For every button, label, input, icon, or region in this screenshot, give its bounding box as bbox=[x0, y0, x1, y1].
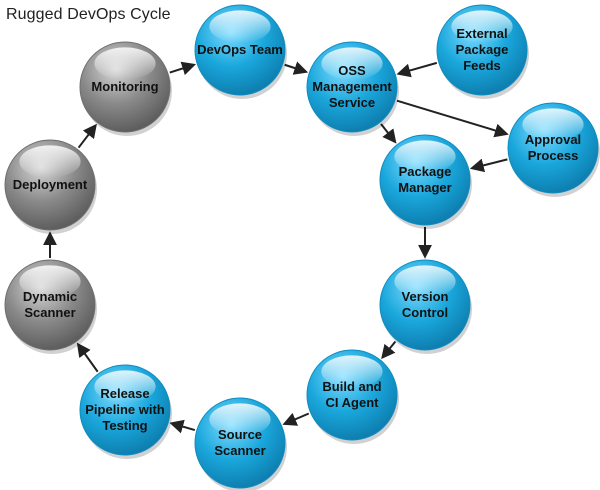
node-label-line: Scanner bbox=[214, 443, 265, 458]
node-label-line: Management bbox=[312, 79, 392, 94]
node-gloss bbox=[94, 47, 156, 80]
node-deployment: Deployment bbox=[4, 139, 97, 234]
arrow-oss-management-to-approval-process bbox=[396, 99, 509, 138]
arrow-approval-process-to-package-manager bbox=[469, 158, 508, 173]
node-label-line: Service bbox=[329, 95, 375, 110]
arrow-monitoring-to-devops-team bbox=[169, 61, 197, 76]
node-gloss bbox=[522, 108, 584, 141]
node-gloss bbox=[19, 265, 81, 298]
node-gloss bbox=[209, 403, 271, 436]
arrow-deployment-to-monitoring bbox=[77, 123, 97, 149]
node-gloss bbox=[321, 355, 383, 388]
node-gloss bbox=[19, 145, 81, 178]
node-monitoring: Monitoring bbox=[79, 41, 172, 136]
edges-layer bbox=[43, 61, 509, 434]
node-label-line: Testing bbox=[102, 418, 147, 433]
arrow-release-pipeline-to-dynamic-scanner bbox=[76, 342, 99, 373]
arrow-devops-team-to-oss-management bbox=[284, 61, 309, 75]
node-label-line: Build and bbox=[322, 379, 381, 394]
node-label-line: Dynamic bbox=[23, 289, 77, 304]
node-label-line: Manager bbox=[398, 180, 451, 195]
node-label-line: Source bbox=[218, 427, 262, 442]
arrow-version-control-to-build-ci-agent bbox=[381, 340, 397, 360]
node-label-line: Scanner bbox=[24, 305, 75, 320]
node-label-line: Version bbox=[402, 289, 449, 304]
arrow-oss-management-to-package-manager bbox=[380, 123, 397, 144]
nodes-layer: DevOps TeamOSSManagementServiceExternalP… bbox=[4, 4, 600, 490]
node-label-line: Process bbox=[528, 148, 579, 163]
node-label-line: Approval bbox=[525, 132, 581, 147]
arrow-external-feeds-to-oss-management bbox=[396, 61, 438, 78]
node-label-line: CI Agent bbox=[326, 395, 380, 410]
node-label-line: Control bbox=[402, 305, 448, 320]
diagram-title: Rugged DevOps Cycle bbox=[6, 6, 171, 23]
node-label-line: OSS bbox=[338, 63, 366, 78]
node-gloss bbox=[394, 140, 456, 173]
node-label-line: External bbox=[456, 26, 507, 41]
node-label-line: Monitoring bbox=[91, 79, 158, 94]
node-label-line: Pipeline with bbox=[85, 402, 165, 417]
node-label-line: DevOps Team bbox=[197, 42, 283, 57]
node-label-line: Feeds bbox=[463, 58, 501, 73]
node-gloss bbox=[209, 10, 271, 43]
node-gloss bbox=[394, 265, 456, 298]
arrow-build-ci-agent-to-source-scanner bbox=[282, 412, 310, 426]
node-label-line: Package bbox=[399, 164, 452, 179]
node-label-line: Package bbox=[456, 42, 509, 57]
node-gloss bbox=[94, 370, 156, 403]
node-label-line: Deployment bbox=[13, 177, 88, 192]
node-devops-team: DevOps Team bbox=[194, 4, 287, 99]
node-label-line: Release bbox=[100, 386, 149, 401]
node-gloss bbox=[451, 10, 513, 43]
arrow-source-scanner-to-release-pipeline bbox=[169, 419, 196, 434]
node-gloss bbox=[321, 47, 383, 80]
